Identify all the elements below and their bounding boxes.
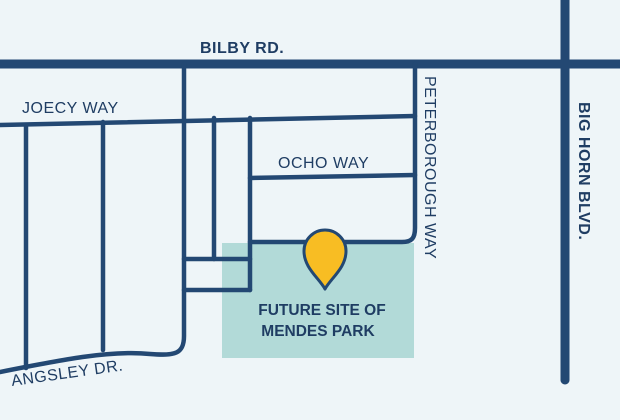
park-label-line-1: FUTURE SITE OF — [258, 302, 385, 319]
label-big-horn-blvd: BIG HORN BLVD. — [575, 102, 592, 240]
label-bilby-rd: BILBY RD. — [200, 40, 284, 57]
park-label-line-2: MENDES PARK — [261, 323, 375, 340]
label-peterborough-way: PETERBOROUGH WAY — [421, 76, 438, 259]
road-angsley — [0, 61, 187, 375]
label-joecy-way: JOECY WAY — [22, 100, 119, 117]
road-ocho — [247, 172, 418, 181]
road-peterborough — [247, 61, 418, 245]
label-ocho-way: OCHO WAY — [278, 155, 369, 172]
road-joecy — [0, 113, 418, 128]
location-pin-icon — [302, 228, 348, 291]
